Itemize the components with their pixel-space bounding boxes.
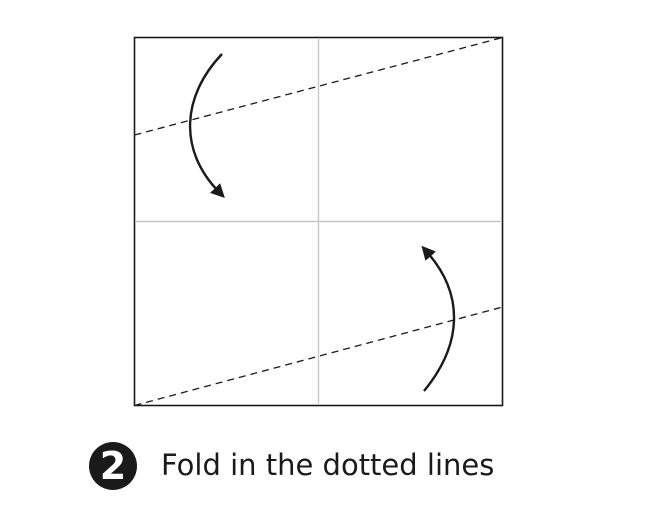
fold-down-arrow [188, 53, 225, 199]
step-number-badge: 2 [89, 442, 137, 490]
fold-up-arrow [421, 245, 456, 392]
lower-fold-line [134, 306, 503, 407]
upper-fold-line [134, 36, 503, 136]
step-instruction: Fold in the dotted lines [161, 448, 495, 482]
